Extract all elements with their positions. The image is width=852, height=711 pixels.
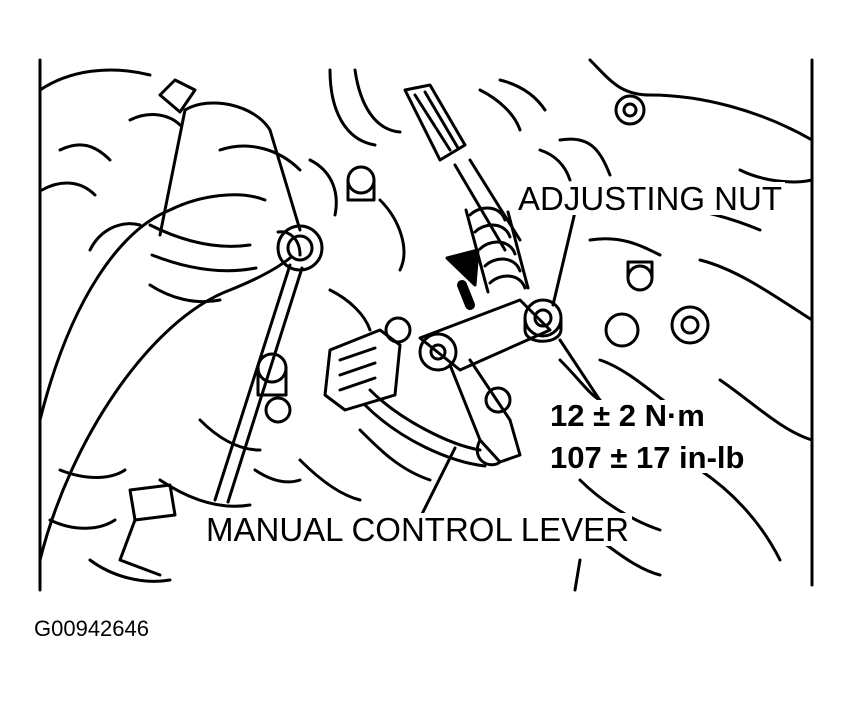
manual-control-lever-label: MANUAL CONTROL LEVER [203,513,632,546]
figure-id: G00942646 [34,616,149,641]
inhibitor-switch [323,316,487,468]
adjusting-nut-part [523,298,563,343]
torque-inlb-label: 107 ± 17 in-lb [547,442,748,473]
radiator-hose [38,101,302,562]
manual-control-lever-part [418,298,552,467]
direction-arrow [445,248,480,310]
bolts [256,94,710,424]
torque-nm-label: 12 ± 2 N·m [547,400,708,431]
adjusting-nut-label: ADJUSTING NUT [515,182,785,215]
upper-left-harness [38,68,197,252]
engine-contours [88,78,662,592]
leader-lines [418,210,607,520]
transmission-case [558,58,814,562]
vacuum-line [118,230,304,577]
